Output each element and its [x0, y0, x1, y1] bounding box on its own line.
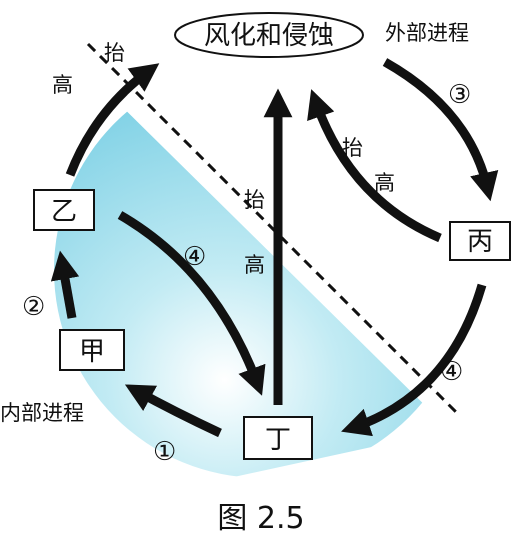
step-four-right: ④: [440, 357, 463, 387]
arrow-ding-to-jia: [124, 384, 222, 438]
node-bing-label: 丙: [467, 227, 493, 257]
arrow-yi-uplift: [65, 63, 160, 177]
uplift-c-top: 抬: [244, 188, 265, 212]
uplift-b-top: 抬: [342, 136, 363, 160]
uplift-c-bottom: 高: [244, 253, 265, 277]
node-jia-box: [59, 329, 125, 371]
weathering-erosion-ellipse: [174, 12, 364, 58]
arrow-weathering-to-bing: [382, 58, 499, 202]
uplift-a-bottom: 高: [52, 73, 73, 97]
node-bing-box: [449, 221, 511, 261]
internal-process-label: 内部进程: [0, 401, 84, 425]
figure-caption: 图 2.5: [217, 501, 304, 536]
step-two: ②: [22, 292, 45, 322]
node-ding-box: [243, 416, 313, 460]
node-yi-box: [33, 189, 95, 231]
step-one: ①: [153, 437, 176, 467]
step-three: ③: [448, 80, 471, 110]
weathering-erosion-label: 风化和侵蚀: [204, 21, 334, 51]
arrow-bing-to-ding: [341, 283, 487, 437]
uplift-b-bottom: 高: [374, 171, 395, 195]
arrow-jia-to-yi: [50, 250, 80, 319]
step-four-left: ④: [183, 242, 206, 272]
node-ding-label: 丁: [265, 425, 291, 455]
arrow-yi-to-ding: [117, 211, 266, 396]
node-yi-label: 乙: [51, 197, 77, 227]
uplift-a-top: 抬: [104, 41, 125, 65]
arrow-bing-uplift: [307, 89, 442, 243]
dashed-divider-line: [86, 42, 458, 414]
node-jia-label: 甲: [79, 337, 105, 367]
shaded-region: [54, 80, 450, 478]
external-process-label: 外部进程: [385, 21, 469, 45]
